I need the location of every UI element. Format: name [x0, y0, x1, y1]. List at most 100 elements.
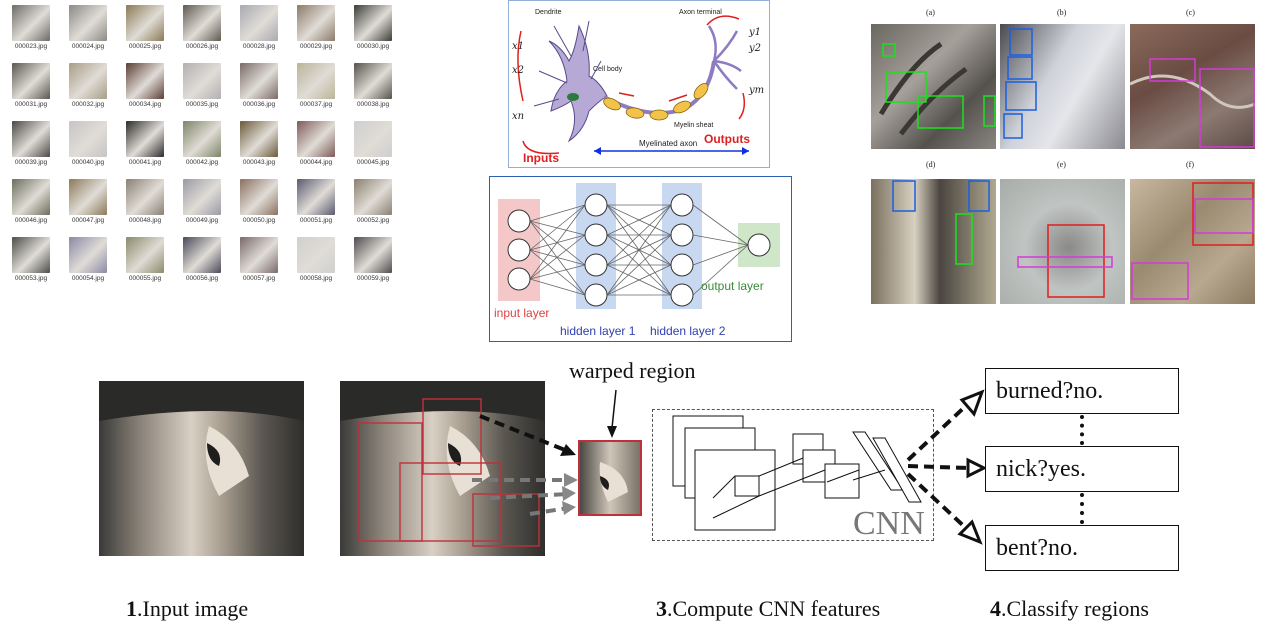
- thumbnail-item[interactable]: 000026.jpg: [174, 5, 230, 50]
- thumbnail-caption: 000026.jpg: [185, 43, 219, 50]
- thumbnail-image: [183, 179, 221, 215]
- thumbnail-item[interactable]: 000034.jpg: [117, 63, 173, 108]
- network-edge: [606, 204, 672, 236]
- thumbnail-item[interactable]: 000049.jpg: [174, 179, 230, 224]
- class-box-burned: burned?no.: [985, 368, 1179, 414]
- thumbnail-caption: 000025.jpg: [128, 43, 162, 50]
- panel-label-a: (a): [926, 8, 935, 17]
- axon-terminal-label: Axon terminal: [679, 9, 722, 16]
- dotted-connector-2: [1080, 493, 1084, 524]
- thumbnail-caption: 000055.jpg: [128, 275, 162, 282]
- thumbnail-image: [69, 63, 107, 99]
- thumbnail-item[interactable]: 000057.jpg: [231, 237, 287, 282]
- thumbnail-item[interactable]: 000056.jpg: [174, 237, 230, 282]
- ym-label: ym: [748, 85, 764, 96]
- step-label-input: 1.Input image: [126, 596, 248, 622]
- thumbnail-item[interactable]: 000058.jpg: [288, 237, 344, 282]
- network-edge: [606, 204, 672, 296]
- thumbnail-item[interactable]: 000036.jpg: [231, 63, 287, 108]
- thumbnail-item[interactable]: 000052.jpg: [345, 179, 401, 224]
- region-box-2: [358, 422, 423, 542]
- thumbnail-image: [297, 237, 335, 273]
- thumbnail-item[interactable]: 000028.jpg: [231, 5, 287, 50]
- thumbnail-item[interactable]: 000044.jpg: [288, 121, 344, 166]
- thumbnail-caption: 000049.jpg: [185, 217, 219, 224]
- network-node: [670, 223, 694, 247]
- thumbnail-image: [297, 179, 335, 215]
- class-label-bent: bent?no.: [996, 534, 1078, 561]
- thumbnail-caption: 000024.jpg: [71, 43, 105, 50]
- thumbnail-caption: 000051.jpg: [299, 217, 333, 224]
- thumbnail-item[interactable]: 000050.jpg: [231, 179, 287, 224]
- network-node: [584, 253, 608, 277]
- thumbnail-item[interactable]: 000023.jpg: [3, 5, 59, 50]
- thumbnail-item[interactable]: 000054.jpg: [60, 237, 116, 282]
- thumbnail-caption: 000029.jpg: [299, 43, 333, 50]
- thumbnail-item[interactable]: 000048.jpg: [117, 179, 173, 224]
- thumbnail-item[interactable]: 000059.jpg: [345, 237, 401, 282]
- thumbnail-item[interactable]: 000029.jpg: [288, 5, 344, 50]
- thumbnail-caption: 000028.jpg: [242, 43, 276, 50]
- network-edge: [529, 204, 586, 222]
- step-number-4: 4: [990, 596, 1001, 621]
- thumbnail-item[interactable]: 000053.jpg: [3, 237, 59, 282]
- thumbnail-image: [126, 121, 164, 157]
- dendrite-label: Dendrite: [535, 9, 562, 16]
- network-edge: [692, 244, 749, 266]
- panel-label-e: (e): [1057, 160, 1066, 169]
- thumbnail-item[interactable]: 000035.jpg: [174, 63, 230, 108]
- thumbnail-item[interactable]: 000043.jpg: [231, 121, 287, 166]
- thumbnail-item[interactable]: 000032.jpg: [60, 63, 116, 108]
- thumbnail-item[interactable]: 000025.jpg: [117, 5, 173, 50]
- thumbnail-item[interactable]: 000024.jpg: [60, 5, 116, 50]
- thumbnail-caption: 000044.jpg: [299, 159, 333, 166]
- thumbnail-item[interactable]: 000045.jpg: [345, 121, 401, 166]
- thumbnail-item[interactable]: 000047.jpg: [60, 179, 116, 224]
- thumbnail-caption: 000054.jpg: [71, 275, 105, 282]
- network-edge: [529, 264, 586, 280]
- thumbnail-item[interactable]: 000051.jpg: [288, 179, 344, 224]
- thumbnail-item[interactable]: 000046.jpg: [3, 179, 59, 224]
- network-edge: [606, 234, 672, 296]
- thumbnail-item[interactable]: 000030.jpg: [345, 5, 401, 50]
- neuron-illustration: Dendrite Axon terminal Cell body Myelin …: [512, 9, 764, 165]
- thumbnail-item[interactable]: 000031.jpg: [3, 63, 59, 108]
- network-node: [584, 223, 608, 247]
- thumbnail-caption: 000035.jpg: [185, 101, 219, 108]
- step-label-cnn: 3.Compute CNN features: [656, 596, 880, 622]
- network-edge: [529, 204, 586, 280]
- thumbnail-image: [354, 237, 392, 273]
- thumbnail-image: [12, 5, 50, 41]
- network-edge: [529, 220, 586, 266]
- warped-region-image: [578, 440, 642, 516]
- output-layer-label: output layer: [701, 279, 764, 293]
- thumbnail-image: [183, 121, 221, 157]
- thumbnail-caption: 000038.jpg: [356, 101, 390, 108]
- thumbnail-item[interactable]: 000040.jpg: [60, 121, 116, 166]
- thumbnail-image: [12, 237, 50, 273]
- thumbnail-image: [354, 5, 392, 41]
- thumbnail-caption: 000050.jpg: [242, 217, 276, 224]
- thumbnail-image: [69, 5, 107, 41]
- thumbnail-caption: 000034.jpg: [128, 101, 162, 108]
- xn-label: xn: [512, 111, 524, 122]
- thumbnail-caption: 000040.jpg: [71, 159, 105, 166]
- thumbnail-item[interactable]: 000041.jpg: [117, 121, 173, 166]
- thumbnail-image: [126, 179, 164, 215]
- thumbnail-image: [12, 121, 50, 157]
- network-node: [670, 253, 694, 277]
- thumbnail-item[interactable]: 000038.jpg: [345, 63, 401, 108]
- thumbnail-item[interactable]: 000042.jpg: [174, 121, 230, 166]
- thumbnail-item[interactable]: 000037.jpg: [288, 63, 344, 108]
- class-label-burned: burned?no.: [996, 377, 1104, 404]
- thumbnail-item[interactable]: 000039.jpg: [3, 121, 59, 166]
- class-box-bent: bent?no.: [985, 525, 1179, 571]
- panel-label-d: (d): [926, 160, 936, 169]
- panel-label-b: (b): [1057, 8, 1067, 17]
- network-edge: [692, 244, 749, 296]
- thumbnail-item[interactable]: 000055.jpg: [117, 237, 173, 282]
- thumbnail-image: [183, 63, 221, 99]
- step-text-3: .Compute CNN features: [667, 596, 881, 621]
- thumbnail-image: [69, 179, 107, 215]
- network-node: [584, 193, 608, 217]
